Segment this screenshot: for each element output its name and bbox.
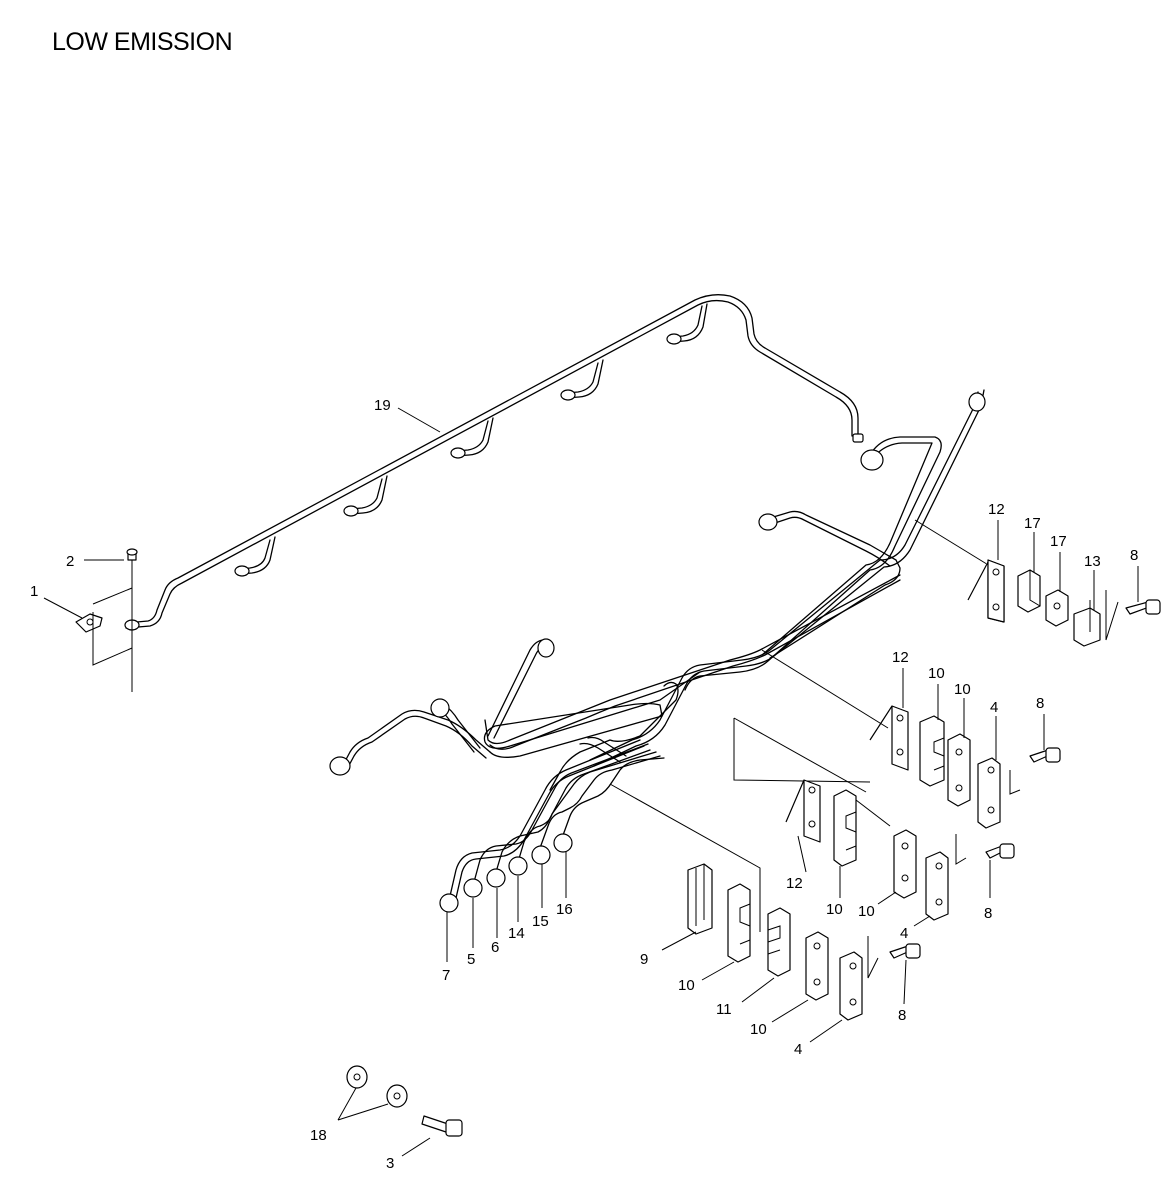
- leader-lines: [43, 407, 1139, 1157]
- callout-1: 1: [30, 583, 38, 600]
- callout-15: 15: [532, 913, 549, 930]
- callout-12-middle: 12: [892, 649, 909, 666]
- callout-10-center-b: 10: [858, 903, 875, 920]
- callout-10-center-a: 10: [826, 901, 843, 918]
- callout-8-lower: 8: [898, 1007, 906, 1024]
- callout-17-b: 17: [1050, 533, 1067, 550]
- callout-11: 11: [716, 1001, 732, 1018]
- injection-pipe-bundle: [329, 389, 986, 913]
- callout-7: 7: [442, 967, 450, 984]
- callout-12-center: 12: [786, 875, 803, 892]
- callout-4-center: 4: [900, 925, 908, 942]
- callout-9: 9: [640, 951, 648, 968]
- callout-8-upper: 8: [1130, 547, 1138, 564]
- callout-4-lower: 4: [794, 1041, 802, 1058]
- callout-19: 19: [374, 397, 391, 414]
- callout-10-lower-b: 10: [750, 1021, 767, 1038]
- mounting-clip-assembly: [75, 548, 138, 692]
- clamp-group-lower: [609, 783, 921, 1021]
- fuel-pipe-19: [124, 294, 864, 631]
- callout-10-middle-b: 10: [954, 681, 971, 698]
- page-title: LOW EMISSION: [52, 28, 233, 56]
- callout-5: 5: [467, 951, 475, 968]
- callout-3: 3: [386, 1155, 394, 1172]
- callout-12-upper: 12: [988, 501, 1005, 518]
- callout-16: 16: [556, 901, 573, 918]
- callout-numbers: 1 2 19 12 17 17 13 8 12 10 10 4 8 12 10 …: [30, 397, 1138, 1172]
- washer-bolt-set: [346, 1065, 463, 1137]
- clamp-group-middle: [733, 649, 1061, 829]
- callout-6: 6: [491, 939, 499, 956]
- clamp-group-upper: [914, 519, 1161, 647]
- callout-17-a: 17: [1024, 515, 1041, 532]
- callout-4-middle: 4: [990, 699, 998, 716]
- callout-13: 13: [1084, 553, 1101, 570]
- callout-8-center: 8: [984, 905, 992, 922]
- callout-2: 2: [66, 553, 74, 570]
- clamp-group-center: [785, 779, 1015, 921]
- callout-10-lower-a: 10: [678, 977, 695, 994]
- callout-8-middle: 8: [1036, 695, 1044, 712]
- callout-10-middle-a: 10: [928, 665, 945, 682]
- callout-18: 18: [310, 1127, 327, 1144]
- callout-14: 14: [508, 925, 525, 942]
